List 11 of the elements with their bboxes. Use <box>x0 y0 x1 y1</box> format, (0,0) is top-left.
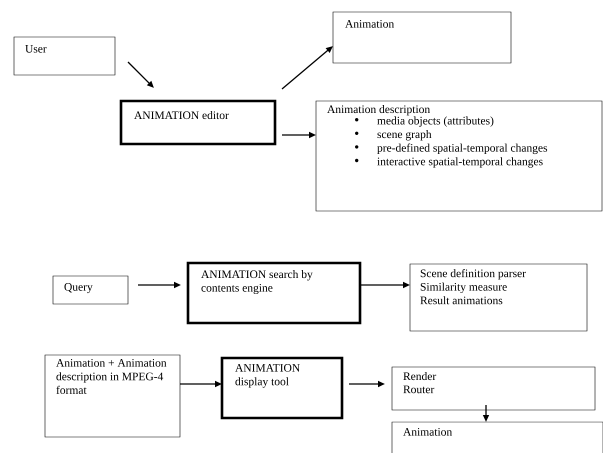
process-box: ANIMATION display tool <box>220 356 344 420</box>
process-box: User <box>14 36 116 76</box>
process-box: Animation description media objects (attributes) scene graph pre-defined spatial-temporal changes interactive spatial-temporal changes <box>316 100 602 212</box>
process-box: Animation <box>332 12 512 64</box>
process-box: ANIMATION editor <box>120 100 276 146</box>
process-box: Render Router <box>392 366 596 410</box>
process-box: Animation <box>392 422 603 453</box>
process-box: ANIMATION search by contents engine <box>186 262 362 324</box>
process-box: Query <box>52 276 128 304</box>
process-box: Scene definition parser Similarity measure Result animations <box>410 264 588 332</box>
process-box: Animation + Animation description in MPEG-4 format <box>44 354 180 438</box>
